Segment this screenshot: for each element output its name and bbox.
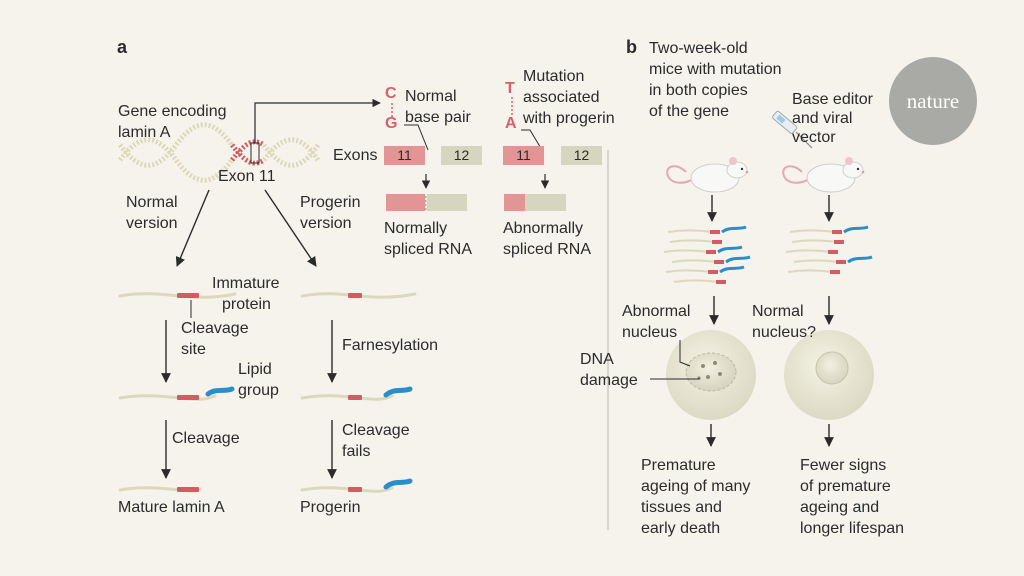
base-editor-line1: Base editor [792, 91, 873, 108]
farnesylation-label: Farnesylation [342, 337, 439, 354]
abnormal-nucleus-line1: Abnormal [622, 303, 691, 320]
normally-spliced-line2: spliced RNA [384, 241, 473, 258]
normal-pair-line1: Normal [405, 88, 457, 105]
base-editor-line3: vector [792, 129, 836, 146]
normal-bottom-base: G [385, 115, 398, 132]
rna-strands-untreated [663, 225, 751, 284]
mutant-top-base: T [505, 80, 515, 97]
exon-callout-line [254, 98, 381, 143]
outcome-treated-line1: Fewer signs [800, 457, 887, 474]
abnormally-spliced-line2: spliced RNA [503, 241, 592, 258]
rna-strands-treated [785, 225, 873, 274]
outcome-untreated-line4: early death [641, 520, 721, 537]
mice-label-line1: Two-week-old [649, 40, 748, 57]
immature-protein-left [118, 292, 237, 299]
dna-damage-line2: damage [580, 372, 638, 389]
normal-nucleus-line2: nucleus? [752, 324, 817, 341]
panel-b-label: b [626, 37, 637, 57]
normally-spliced-rna-bar [386, 194, 467, 211]
cleavage-fails-line2: fails [342, 443, 371, 460]
dna-helix [117, 122, 321, 183]
mice-label-line2: mice with mutation [649, 61, 782, 78]
mutation-line1: Mutation [523, 68, 585, 85]
mouse-treated-icon [782, 157, 865, 193]
mutation-line2: associated [523, 89, 600, 106]
base-editor-line2: and viral [792, 110, 853, 127]
abnormal-cell [666, 330, 756, 420]
progerin-version-line1: Progerin [300, 194, 361, 211]
normal-version-line2: version [126, 215, 178, 232]
normal-cell [784, 330, 874, 420]
panel-a-label: a [117, 37, 128, 57]
normally-spliced-line1: Normally [384, 220, 448, 237]
mouse-untreated-icon [666, 157, 749, 193]
mature-lamin-strand [118, 486, 202, 493]
immature-protein-line1: Immature [212, 275, 280, 292]
mutation-leader [521, 129, 543, 151]
mutation-line3: with progerin [523, 110, 615, 127]
lipid-group-line2: group [238, 382, 279, 399]
outcome-untreated-line2: ageing of many [641, 478, 751, 495]
gene-label-line2: lamin A [118, 124, 171, 141]
dna-damage-line1: DNA [580, 351, 614, 368]
exon-12-mutant: 12 [561, 146, 602, 165]
cleavage-fails-line1: Cleavage [342, 422, 410, 439]
outcome-treated-line3: ageing and [800, 499, 880, 516]
immature-protein-line2: protein [222, 296, 271, 313]
progerin-label: Progerin [300, 499, 361, 516]
exon-11-normal: 11 [384, 146, 425, 165]
immature-protein-right [300, 292, 417, 299]
normal-pair-line2: base pair [405, 109, 471, 126]
progerin-strand [300, 478, 413, 493]
mature-lamin-label: Mature lamin A [118, 499, 225, 516]
mice-label-line3: in both copies [649, 82, 748, 99]
exon-12-normal: 12 [441, 146, 482, 165]
outcome-treated-line2: of premature [800, 478, 891, 495]
mutant-bottom-base: A [505, 115, 517, 132]
nature-logo: nature [889, 57, 977, 145]
syringe-icon [772, 110, 813, 149]
normal-nucleus-line1: Normal [752, 303, 804, 320]
cleavage-site-line2: site [181, 341, 206, 358]
abnormally-spliced-line1: Abnormally [503, 220, 584, 237]
exons-label: Exons [333, 147, 378, 164]
cleavage-site-line1: Cleavage [181, 320, 249, 337]
cleavage-label: Cleavage [172, 430, 240, 447]
exon-11-mutant: 11 [503, 146, 544, 165]
progerin-version-line2: version [300, 215, 352, 232]
normal-version-line1: Normal [126, 194, 178, 211]
gene-label-line1: Gene encoding [118, 103, 227, 120]
lipid-group-line1: Lipid [238, 361, 272, 378]
mice-label-line4: of the gene [649, 103, 730, 120]
normal-top-base: C [385, 85, 397, 102]
farnesylated-protein [300, 386, 413, 401]
outcome-untreated-line3: tissues and [641, 499, 722, 516]
outcome-untreated-line1: Premature [641, 457, 716, 474]
abnormally-spliced-rna-bar [504, 194, 566, 211]
outcome-treated-line4: longer lifespan [800, 520, 905, 537]
abnormal-nucleus-line2: nucleus [622, 324, 678, 341]
lipid-protein-left [118, 386, 235, 401]
exon-11-label: Exon 11 [218, 168, 276, 185]
base-pair-leader [404, 124, 429, 151]
